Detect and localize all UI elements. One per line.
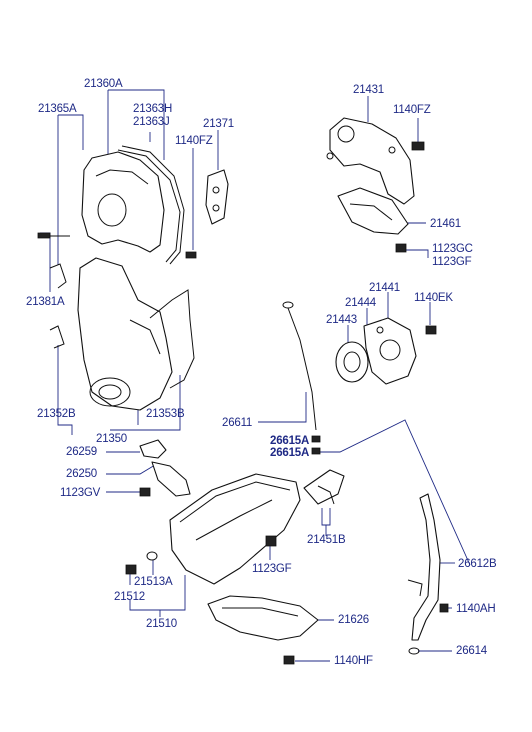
- label-1140HF: 1140HF: [334, 655, 373, 667]
- label-1140AH: 1140AH: [456, 603, 496, 615]
- oil-pump-21441: [363, 317, 417, 385]
- label-21443: 21443: [326, 314, 357, 326]
- oil-pan-21510: [169, 473, 301, 585]
- label-21441: 21441: [369, 282, 400, 294]
- label-26612B: 26612B: [458, 558, 497, 570]
- seal-clips: [49, 263, 67, 349]
- label-21360A: 21360A: [84, 78, 123, 90]
- label-1123GC: 1123GC: [432, 243, 473, 255]
- label-21365A: 21365A: [38, 103, 77, 115]
- label-21513A: 21513A: [134, 576, 173, 588]
- strainer-26250: [139, 439, 191, 497]
- leader-lines: [40, 89, 471, 662]
- label-21381A: 21381A: [26, 296, 65, 308]
- label-26611: 26611: [222, 417, 253, 429]
- skid-plate-21626: [207, 595, 319, 641]
- label-1140EK: 1140EK: [414, 292, 453, 304]
- label-26259: 26259: [66, 446, 97, 458]
- drain-plug-21512: [125, 551, 158, 575]
- label-26250: 26250: [66, 468, 97, 480]
- cover-gasket-upper: [117, 145, 185, 265]
- bolt-1140EK: [425, 325, 437, 335]
- label-21512: 21512: [114, 591, 145, 603]
- label-26615A-upper: 26615A: [270, 435, 310, 447]
- label-26615A-lower: 26615A: [270, 447, 310, 459]
- bolt-1140AH: [439, 603, 449, 613]
- bolt-1140HF: [283, 655, 295, 665]
- label-21352B: 21352B: [37, 408, 76, 420]
- label-21363J: 21363J: [133, 116, 170, 128]
- bolt-1140FZ-right: [411, 141, 425, 151]
- o-ring-26614: [408, 647, 420, 655]
- label-21431: 21431: [353, 84, 384, 96]
- label-21363H: 21363H: [133, 103, 173, 115]
- bolt-1123GC: [395, 243, 407, 253]
- label-21353B: 21353B: [146, 408, 185, 420]
- lower-timing-cover: [77, 257, 173, 411]
- label-21371: 21371: [203, 118, 234, 130]
- label-21626: 21626: [338, 614, 369, 626]
- cover-bolts-left: [37, 232, 197, 259]
- label-1140FZ-right: 1140FZ: [393, 104, 431, 116]
- oil-pump-seal-21443: [335, 341, 369, 383]
- lower-cover-gasket: [149, 289, 195, 389]
- guide-tube-26612B: [407, 493, 441, 641]
- label-21451B: 21451B: [307, 534, 346, 546]
- label-1140FZ-left: 1140FZ: [175, 135, 213, 147]
- label-21444: 21444: [345, 297, 376, 309]
- label-1123GF-lower: 1123GF: [252, 563, 292, 575]
- bracket-21371: [205, 169, 229, 225]
- shield-21461: [337, 187, 409, 235]
- bolt-1123GF-lower: [265, 535, 277, 547]
- rear-plate-21431: [326, 117, 415, 205]
- label-21510: 21510: [146, 618, 177, 630]
- label-26614: 26614: [456, 645, 487, 657]
- label-21461: 21461: [430, 218, 461, 230]
- dipstick-26611: [282, 301, 321, 455]
- baffle-21451B: [303, 469, 345, 505]
- label-1123GF-upper: 1123GF: [432, 256, 472, 268]
- label-1123GV: 1123GV: [60, 487, 101, 499]
- label-21350: 21350: [96, 433, 127, 445]
- upper-timing-cover: [81, 151, 165, 253]
